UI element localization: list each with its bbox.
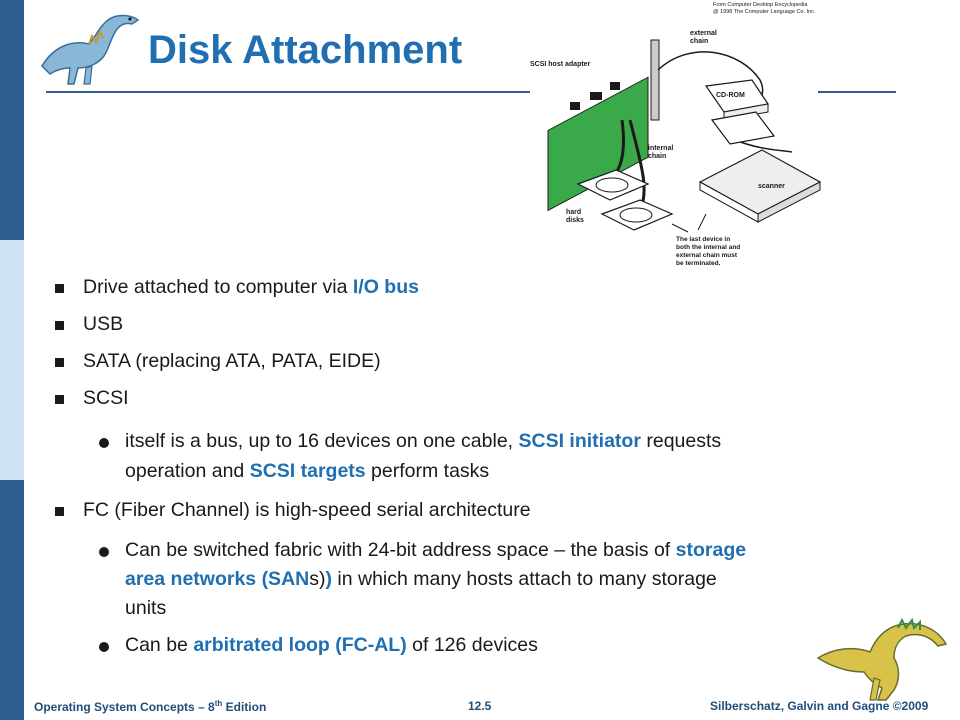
highlight-scsi-targets: SCSI targets bbox=[249, 460, 366, 482]
label-hard-disks-1: hard bbox=[566, 209, 581, 216]
sidebar-middle-segment bbox=[0, 240, 24, 480]
label-hard-disks-2: disks bbox=[566, 217, 584, 224]
figure-credit-2: @ 1998 The Computer Language Co. Inc. bbox=[713, 9, 816, 15]
figure-credit-1: From Computer Desktop Encyclopedia bbox=[713, 2, 808, 8]
highlight-scsi-initiator: SCSI initiator bbox=[518, 430, 641, 452]
dinosaur-logo-bottom bbox=[816, 618, 948, 701]
label-external-chain-1: external bbox=[690, 30, 717, 37]
sub-bullet-scsi-line-1: itself is a bus, up to 16 devices on one… bbox=[125, 430, 722, 452]
sub-bullet-fc-line-2: area networks (SANs)) in which many host… bbox=[125, 568, 717, 590]
sidebar-top-segment bbox=[0, 0, 24, 240]
sub-bullet-scsi-line-2: operation and SCSI targets perform tasks bbox=[125, 460, 490, 482]
label-termination-note-1: The last device in bbox=[676, 236, 730, 243]
hard-disk-1 bbox=[576, 169, 650, 201]
scsi-diagram: From Computer Desktop Encyclopedia @ 199… bbox=[530, 2, 822, 267]
left-sidebar-bar bbox=[0, 0, 24, 720]
footer-page-number: 12.5 bbox=[468, 699, 492, 713]
label-termination-note-4: be terminated. bbox=[676, 260, 721, 267]
bullet-square-2 bbox=[55, 321, 64, 330]
bullet-dot-1 bbox=[99, 438, 109, 448]
highlight-storage: storage bbox=[675, 539, 747, 561]
bullet-io-bus-text: Drive attached to computer via bbox=[83, 276, 353, 298]
title-underline-right bbox=[818, 91, 896, 93]
bullet-square-5 bbox=[55, 507, 64, 516]
bullet-square-1 bbox=[55, 284, 64, 293]
hard-disk-2 bbox=[600, 199, 674, 231]
bullet-square-4 bbox=[55, 395, 64, 404]
sub-bullet-fc-line-1: Can be switched fabric with 24-bit addre… bbox=[125, 539, 747, 561]
sub-bullet-fc-al: Can be arbitrated loop (FC-AL) of 126 de… bbox=[125, 634, 538, 656]
highlight-io-bus: I/O bus bbox=[352, 276, 419, 298]
footer-course-title: Operating System Concepts – 8th Edition bbox=[34, 699, 267, 714]
bullet-sata: SATA (replacing ATA, PATA, EIDE) bbox=[83, 350, 381, 372]
bullet-scsi: SCSI bbox=[83, 387, 129, 409]
highlight-arbitrated-loop: arbitrated loop (FC-AL) bbox=[193, 634, 407, 656]
tape-drive bbox=[710, 111, 776, 145]
label-termination-note-3: external chain must bbox=[676, 252, 738, 259]
slide-title: Disk Attachment bbox=[148, 28, 463, 72]
label-cdrom: CD-ROM bbox=[716, 92, 745, 99]
bullet-square-3 bbox=[55, 358, 64, 367]
label-scsi-host-adapter: SCSI host adapter bbox=[530, 61, 591, 68]
footer-copyright: Silberschatz, Galvin and Gagne ©2009 bbox=[710, 699, 929, 713]
label-external-chain-2: chain bbox=[690, 38, 708, 45]
label-internal-chain-2: chain bbox=[648, 153, 666, 160]
sub-bullet-fc-line-3: units bbox=[125, 597, 167, 619]
bullet-io-bus: Drive attached to computer via I/O bus bbox=[83, 273, 419, 302]
label-scanner: scanner bbox=[758, 183, 785, 190]
bullet-dot-3 bbox=[99, 642, 109, 652]
highlight-area-networks: area networks (SAN bbox=[125, 568, 310, 590]
bullet-fiber-channel: FC (Fiber Channel) is high-speed serial … bbox=[83, 499, 531, 521]
title-underline-left bbox=[46, 91, 530, 93]
label-termination-note-2: both the internal and bbox=[676, 244, 740, 251]
dinosaur-logo-top bbox=[41, 14, 140, 85]
bullet-dot-2 bbox=[99, 547, 109, 557]
label-internal-chain-1: internal bbox=[648, 145, 673, 152]
bullet-usb: USB bbox=[83, 313, 124, 335]
sidebar-bottom-segment bbox=[0, 480, 24, 720]
